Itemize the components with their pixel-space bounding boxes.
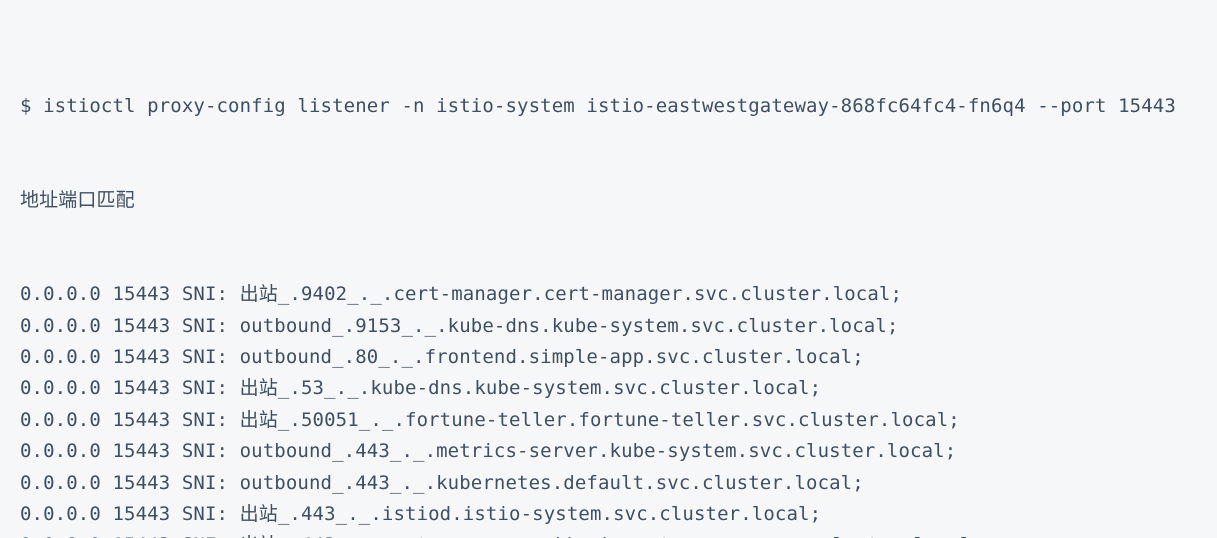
table-header: 地址端口匹配 — [20, 189, 135, 212]
listener-row: 0.0.0.0 15443 SNI: 出站_.53_._.kube-dns.ku… — [20, 377, 822, 400]
listener-row: 0.0.0.0 15443 SNI: 出站_.443_._.cert-manag… — [20, 530, 1199, 538]
listener-row: 0.0.0.0 15443 SNI: 出站_.9402_._.cert-mana… — [20, 283, 903, 306]
listener-row: 0.0.0.0 15443 SNI: outbound_.80_._.front… — [20, 346, 864, 368]
listener-rows: 0.0.0.0 15443 SNI: 出站_.9402_._.cert-mana… — [20, 279, 1199, 538]
listener-row: 0.0.0.0 15443 SNI: 出站_.443_._.istiod.ist… — [20, 502, 822, 525]
listener-row: 0.0.0.0 15443 SNI: 出站_.50051_._.fortune-… — [20, 408, 960, 431]
listener-row: 0.0.0.0 15443 SNI: outbound_.9153_._.kub… — [20, 314, 899, 337]
command-line: $ istioctl proxy-config listener -n isti… — [20, 94, 1176, 117]
listener-row: 0.0.0.0 15443 SNI: outbound_.443_._.metr… — [20, 440, 957, 463]
listener-row: 0.0.0.0 15443 SNI: outbound_.443_._.kube… — [20, 471, 864, 494]
